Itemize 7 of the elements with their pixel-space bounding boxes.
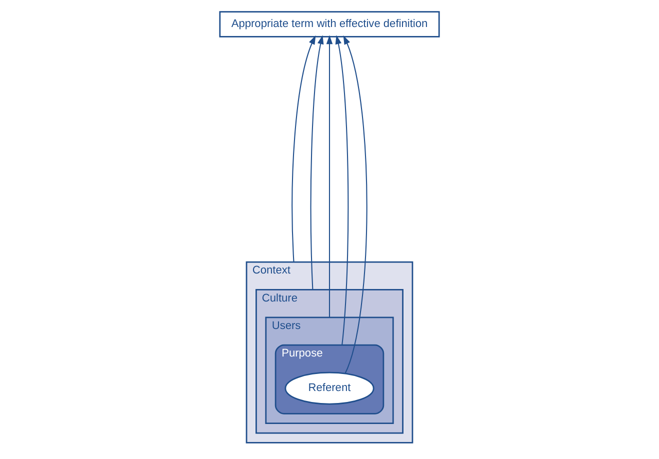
node-ellipse: Referent bbox=[284, 371, 374, 404]
arrow bbox=[343, 34, 368, 374]
node-box: Appropriate term with effective definition bbox=[219, 10, 440, 37]
arrow bbox=[292, 34, 316, 262]
arrow bbox=[326, 34, 333, 317]
arrow bbox=[310, 34, 324, 290]
arrow bbox=[335, 34, 349, 345]
